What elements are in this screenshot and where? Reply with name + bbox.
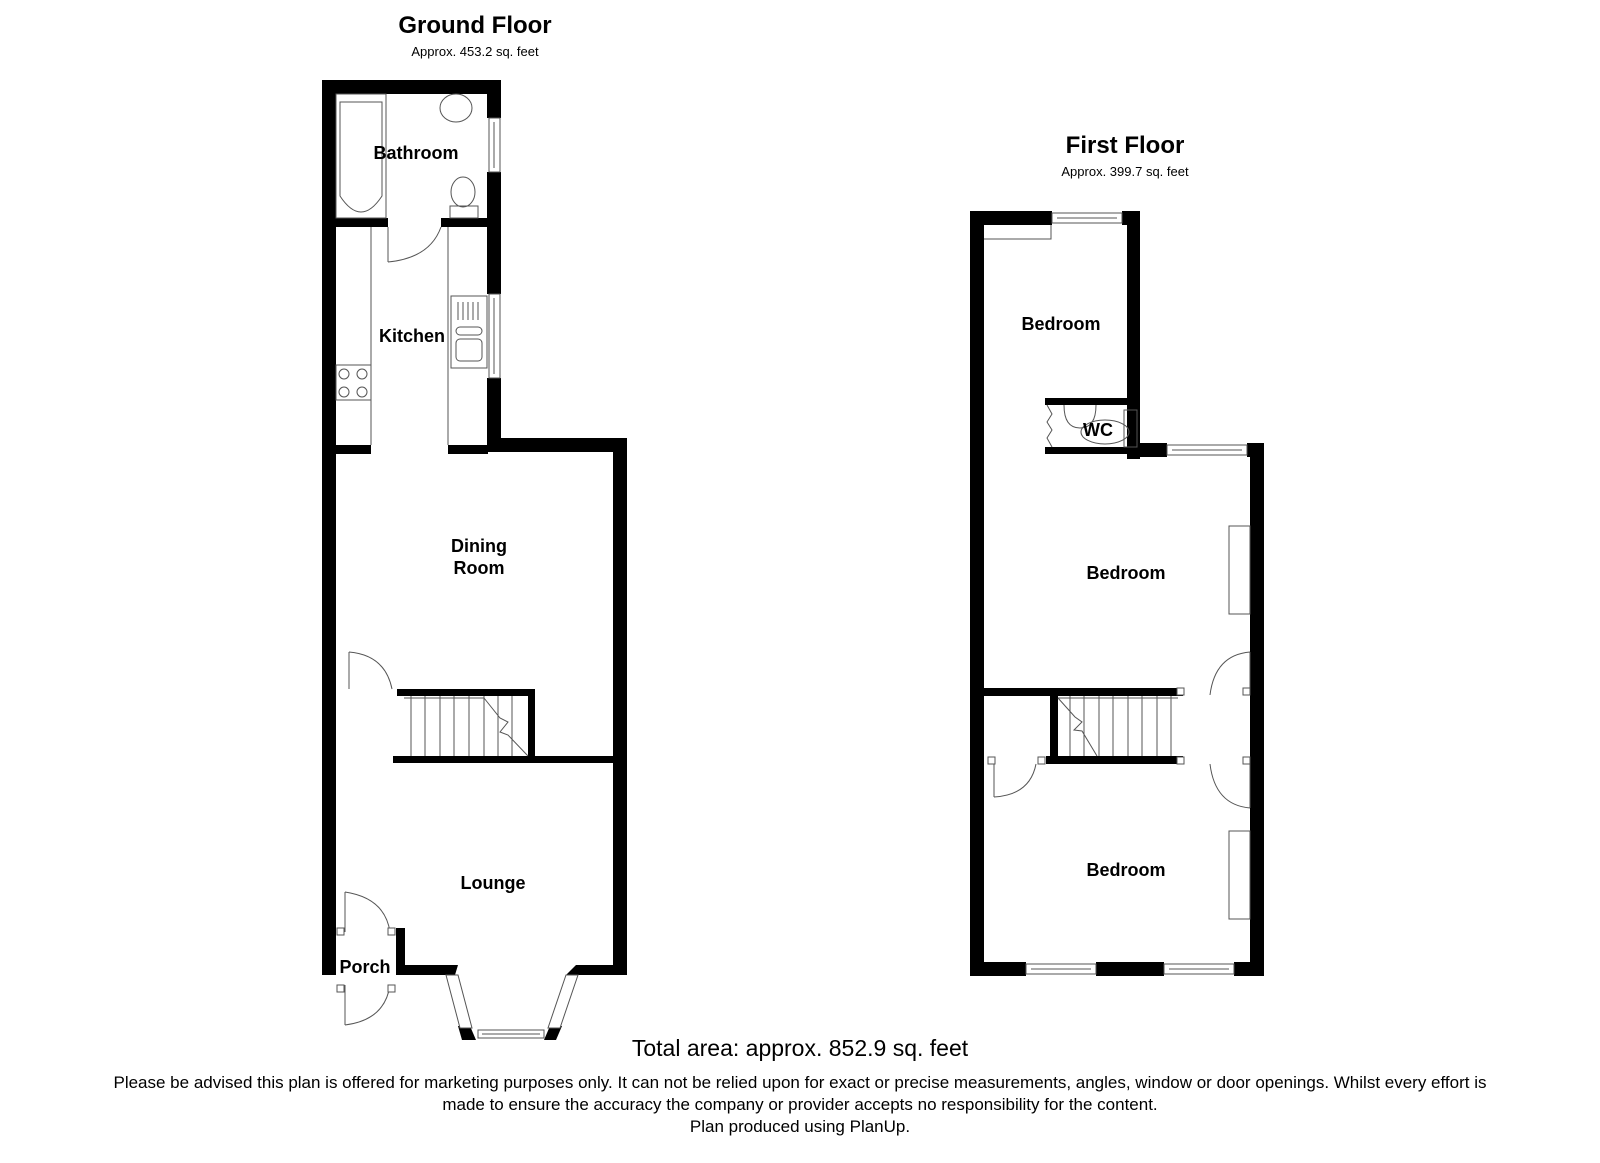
room-label-wc: WC: [1083, 420, 1113, 440]
disclaimer-line-2: made to ensure the accuracy the company …: [442, 1095, 1158, 1114]
plan-credit: Plan produced using PlanUp.: [689, 1117, 911, 1136]
first-floor-fixtures: [984, 225, 1251, 920]
room-label-porch: Porch: [339, 957, 391, 977]
disclaimer: Please be advised this plan is offered f…: [0, 1072, 1600, 1138]
first-floor-plan: [970, 211, 1264, 976]
room-label-front-bedroom: Bedroom: [1086, 860, 1166, 880]
room-label-bathroom: Bathroom: [373, 143, 459, 163]
ground-floor-plan: [322, 80, 627, 1040]
room-label-lounge: Lounge: [460, 873, 526, 893]
bathroom-fixtures: [335, 93, 479, 263]
ground-floor-windows: [488, 117, 501, 379]
first-floor-windows: [1025, 212, 1248, 975]
room-label-dining-room: Dining Room: [451, 536, 507, 578]
room-label-kitchen: Kitchen: [378, 326, 446, 346]
ground-floor-walls: [322, 80, 627, 1040]
first-floor-title: First Floor: [1065, 132, 1185, 159]
ground-floor-area: Approx. 453.2 sq. feet: [411, 44, 539, 59]
ground-floor-title: Ground Floor: [398, 12, 552, 39]
ground-floor-stairs: [348, 651, 529, 757]
lounge-bay-window: [445, 974, 579, 1039]
porch-doors: [336, 891, 396, 1026]
disclaimer-line-1: Please be advised this plan is offered f…: [113, 1073, 1487, 1092]
total-area: Total area: approx. 852.9 sq. feet: [631, 1035, 969, 1061]
first-floor-area: Approx. 399.7 sq. feet: [1061, 164, 1189, 179]
room-label-middle-bedroom: Bedroom: [1086, 563, 1166, 583]
room-label-back-bedroom: Bedroom: [1021, 314, 1101, 334]
first-floor-walls: [970, 211, 1264, 976]
kitchen-fixtures: [335, 227, 488, 445]
